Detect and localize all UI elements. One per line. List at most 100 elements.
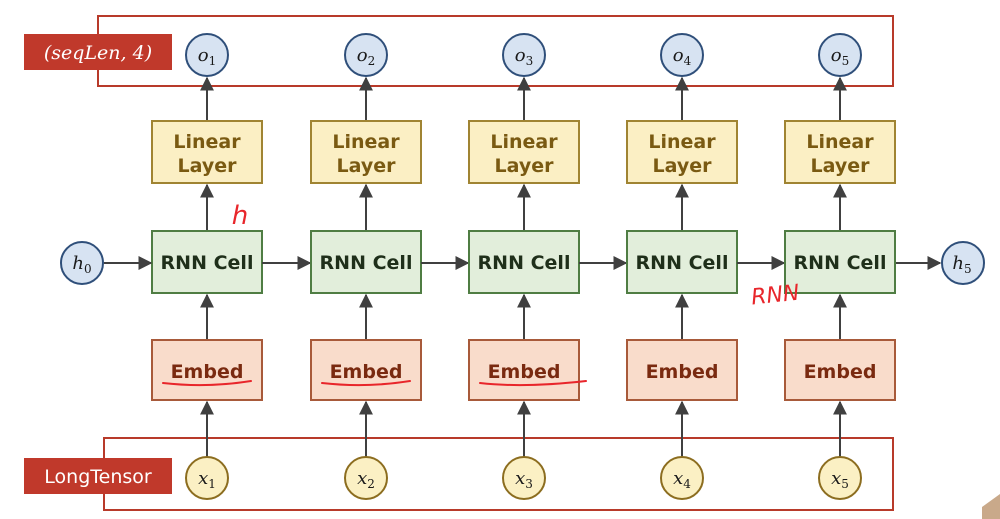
output-node-letter: o: [831, 45, 842, 66]
linear-layer-label-line2-1: Layer: [178, 155, 238, 177]
output-node-label-2: o2: [357, 45, 375, 68]
input-node-sub: 1: [208, 477, 216, 491]
linear-layer-label-line1-5: Linear: [806, 131, 874, 153]
linear-layer-label-line2-5: Layer: [811, 155, 871, 177]
output-node-label-1: o1: [198, 45, 216, 68]
hidden-state-initial-label: h: [72, 253, 84, 274]
embed-label-5: Embed: [804, 361, 877, 383]
output-node-letter: o: [673, 45, 684, 66]
output-node-sub: 3: [526, 54, 534, 68]
rnn-cell-box-5: [784, 230, 896, 294]
input-node-sub: 5: [841, 477, 849, 491]
linear-layer-label-line1-2: Linear: [332, 131, 400, 153]
embed-box-1: [151, 339, 263, 401]
rnn-cell-label-3: RNN Cell: [478, 252, 571, 274]
input-group-tag-label: LongTensor: [44, 466, 152, 488]
output-node-sub: 1: [209, 54, 217, 68]
hidden-state-final-circle: [941, 241, 985, 285]
output-node-sub: 2: [368, 54, 376, 68]
linear-layer-label-line2-4: Layer: [653, 155, 713, 177]
embed-label-1: Embed: [171, 361, 244, 383]
handwritten-h-note: h: [232, 201, 248, 231]
output-group-tag-label: (seqLen, 4): [44, 42, 152, 64]
input-node-1: [185, 456, 229, 500]
hidden-state-final: h5: [941, 241, 985, 285]
output-node-label-5: o5: [831, 45, 849, 68]
rnn-cell-label-2: RNN Cell: [320, 252, 413, 274]
embed-box-2: [310, 339, 422, 401]
input-node-label-3: x3: [515, 468, 533, 491]
output-node-letter: o: [515, 45, 526, 66]
embed-label-4: Embed: [646, 361, 719, 383]
rnn-cell-label-4: RNN Cell: [636, 252, 729, 274]
embed-box-3: [468, 339, 580, 401]
input-node-letter: x: [831, 468, 841, 489]
input-node-label-5: x5: [831, 468, 849, 491]
ink-underline-1: [162, 380, 252, 387]
hidden-state-initial-sub: 0: [84, 262, 92, 276]
input-node-letter: x: [198, 468, 208, 489]
svg-text:h5: h5: [952, 253, 971, 276]
output-node-2: [344, 33, 388, 77]
hidden-state-final-label: h: [952, 253, 964, 274]
output-node-label-4: o4: [673, 45, 692, 68]
input-node-label-1: x1: [198, 468, 216, 491]
output-node-sub: 5: [842, 54, 850, 68]
output-node-letter: o: [357, 45, 368, 66]
input-node-sub: 2: [367, 477, 375, 491]
hidden-state-initial-circle: [60, 241, 104, 285]
linear-layer-box-3: [468, 120, 580, 184]
output-node-4: [660, 33, 704, 77]
input-node-sub: 3: [525, 477, 533, 491]
linear-layer-box-4: [626, 120, 738, 184]
output-node-3: [502, 33, 546, 77]
rnn-cell-label-5: RNN Cell: [794, 252, 887, 274]
embed-label-3: Embed: [488, 361, 561, 383]
input-node-letter: x: [673, 468, 683, 489]
ink-underline-2: [321, 380, 411, 387]
output-group-tag: [24, 34, 172, 70]
output-node-letter: o: [198, 45, 209, 66]
output-node-sub: 4: [684, 54, 692, 68]
linear-layer-label-line2-3: Layer: [495, 155, 555, 177]
linear-layer-label-line1-4: Linear: [648, 131, 716, 153]
input-node-letter: x: [515, 468, 525, 489]
input-node-2: [344, 456, 388, 500]
input-group-tag: [24, 458, 172, 494]
input-node-3: [502, 456, 546, 500]
handwritten-rnn-note: RNN: [750, 281, 801, 311]
input-node-5: [818, 456, 862, 500]
rnn-cell-box-2: [310, 230, 422, 294]
corner-mark: [982, 494, 1000, 519]
linear-layer-label-line1-1: Linear: [173, 131, 241, 153]
output-node-5: [818, 33, 862, 77]
input-node-sub: 4: [683, 477, 691, 491]
input-node-label-4: x4: [673, 468, 691, 491]
output-node-label-3: o3: [515, 45, 533, 68]
linear-layer-box-5: [784, 120, 896, 184]
rnn-cell-box-4: [626, 230, 738, 294]
hidden-state-final-sub: 5: [964, 262, 972, 276]
linear-layer-label-line2-2: Layer: [337, 155, 397, 177]
rnn-cell-label-1: RNN Cell: [161, 252, 254, 274]
linear-layer-box-2: [310, 120, 422, 184]
linear-layer-box-1: [151, 120, 263, 184]
embed-box-5: [784, 339, 896, 401]
embed-label-2: Embed: [330, 361, 403, 383]
input-node-label-2: x2: [357, 468, 375, 491]
svg-text:h0: h0: [72, 253, 91, 276]
rnn-cell-box-3: [468, 230, 580, 294]
hidden-state-initial: h0: [60, 241, 104, 285]
embed-box-4: [626, 339, 738, 401]
ink-underline-3: [479, 380, 587, 387]
linear-layer-label-line1-3: Linear: [490, 131, 558, 153]
input-node-4: [660, 456, 704, 500]
input-node-letter: x: [357, 468, 367, 489]
output-node-1: [185, 33, 229, 77]
